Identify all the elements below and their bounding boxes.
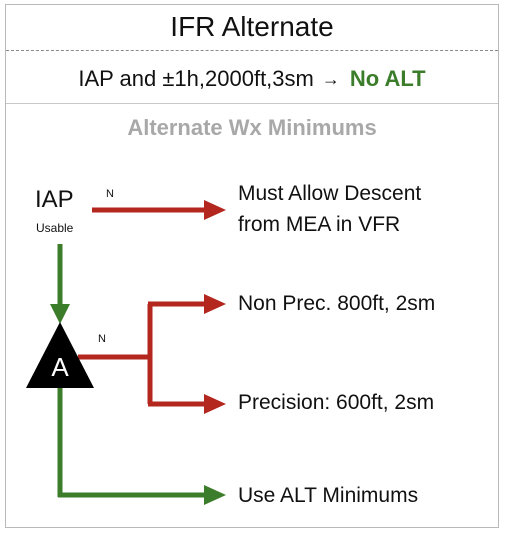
- flow-iap-yes-arrow: [50, 244, 70, 324]
- arrow-head-icon: [50, 304, 70, 324]
- arrow-head-icon: [204, 394, 226, 414]
- card-title: IFR Alternate: [170, 11, 334, 42]
- start-node-sublabel: Usable: [36, 221, 74, 235]
- rule-arrow-icon: →: [321, 68, 340, 89]
- rule-condition: IAP and ±1h,2000ft,3sm: [78, 66, 314, 91]
- outcome-precision: Precision: 600ft, 2sm: [238, 391, 435, 414]
- no-alternate-rule: IAP and ±1h,2000ft,3sm → No ALT: [6, 55, 498, 103]
- rule-result: No ALT: [349, 66, 426, 91]
- arrow-head-icon: [204, 294, 226, 314]
- section-subtitle: Alternate Wx Minimums: [127, 115, 377, 140]
- no-label-iap: N: [106, 188, 114, 200]
- title-divider: [6, 50, 498, 51]
- ifr-alternate-card: IFR Alternate IAP and ±1h,2000ft,3sm → N…: [5, 4, 499, 528]
- flow-a-no-branches: [78, 294, 226, 414]
- decision-label: A: [51, 352, 69, 382]
- outcome-no-iap-line1: Must Allow Descent: [238, 182, 422, 205]
- rule-divider: [6, 103, 498, 104]
- start-node-iap: IAP: [35, 186, 74, 213]
- flow-iap-no-arrow: [92, 200, 226, 220]
- outcome-use-alt-minimums: Use ALT Minimums: [238, 484, 419, 507]
- outcome-no-iap-line2: from MEA in VFR: [238, 213, 401, 236]
- arrow-head-icon: [204, 485, 226, 505]
- outcome-nonprecision: Non Prec. 800ft, 2sm: [238, 292, 436, 315]
- decision-triangle-a: A: [26, 322, 94, 388]
- arrow-head-icon: [204, 200, 226, 220]
- flow-a-yes-arrow: [57, 388, 226, 505]
- no-label-a: N: [98, 333, 106, 345]
